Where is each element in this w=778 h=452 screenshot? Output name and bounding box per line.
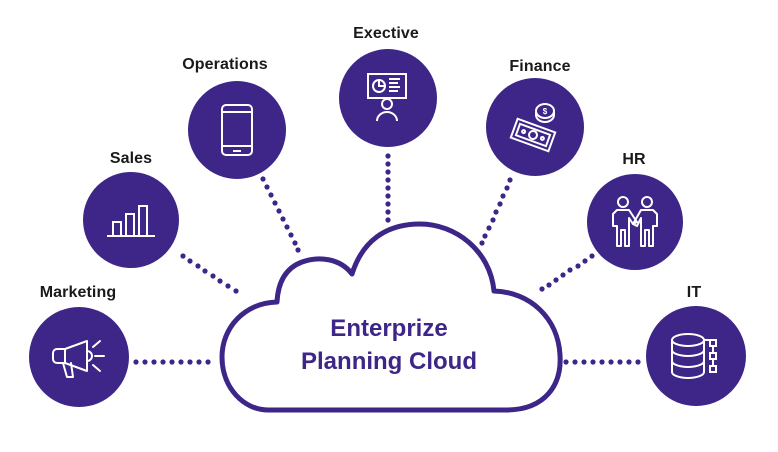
money-coin-icon: $ [509,103,557,153]
node-sales[interactable] [83,172,179,268]
svg-text:$: $ [543,107,548,116]
cloud-title-line2: Planning Cloud [301,348,477,375]
node-finance[interactable]: $ [486,78,584,176]
connector-operations [260,176,301,253]
label-exective: Exective [353,25,419,42]
label-finance: Finance [509,58,571,75]
node-it[interactable] [646,306,746,406]
megaphone-icon [52,340,105,378]
handshake-people-icon [612,196,658,247]
label-operations: Operations [182,56,268,73]
connector-hr [539,253,595,292]
smartphone-icon [221,104,253,156]
node-exective[interactable] [339,49,437,147]
connector-sales [180,253,239,294]
cloud-title-line1: Enterprize [330,315,448,342]
bar-chart-icon [107,205,155,237]
presentation-person-icon [367,73,407,122]
connector-marketing [133,359,211,365]
connector-exective [385,153,391,223]
connector-it [563,359,641,365]
label-marketing: Marketing [39,284,117,301]
cloud-shape [219,221,563,413]
cloud-title: Enterprize Planning Cloud [301,312,477,378]
node-hr[interactable] [587,174,683,270]
label-sales: Sales [109,150,153,167]
connector-finance [479,177,513,246]
label-it: IT [686,284,702,301]
label-hr: HR [622,151,646,168]
database-network-icon [671,333,717,379]
node-operations[interactable] [188,81,286,179]
node-marketing[interactable] [29,307,129,407]
